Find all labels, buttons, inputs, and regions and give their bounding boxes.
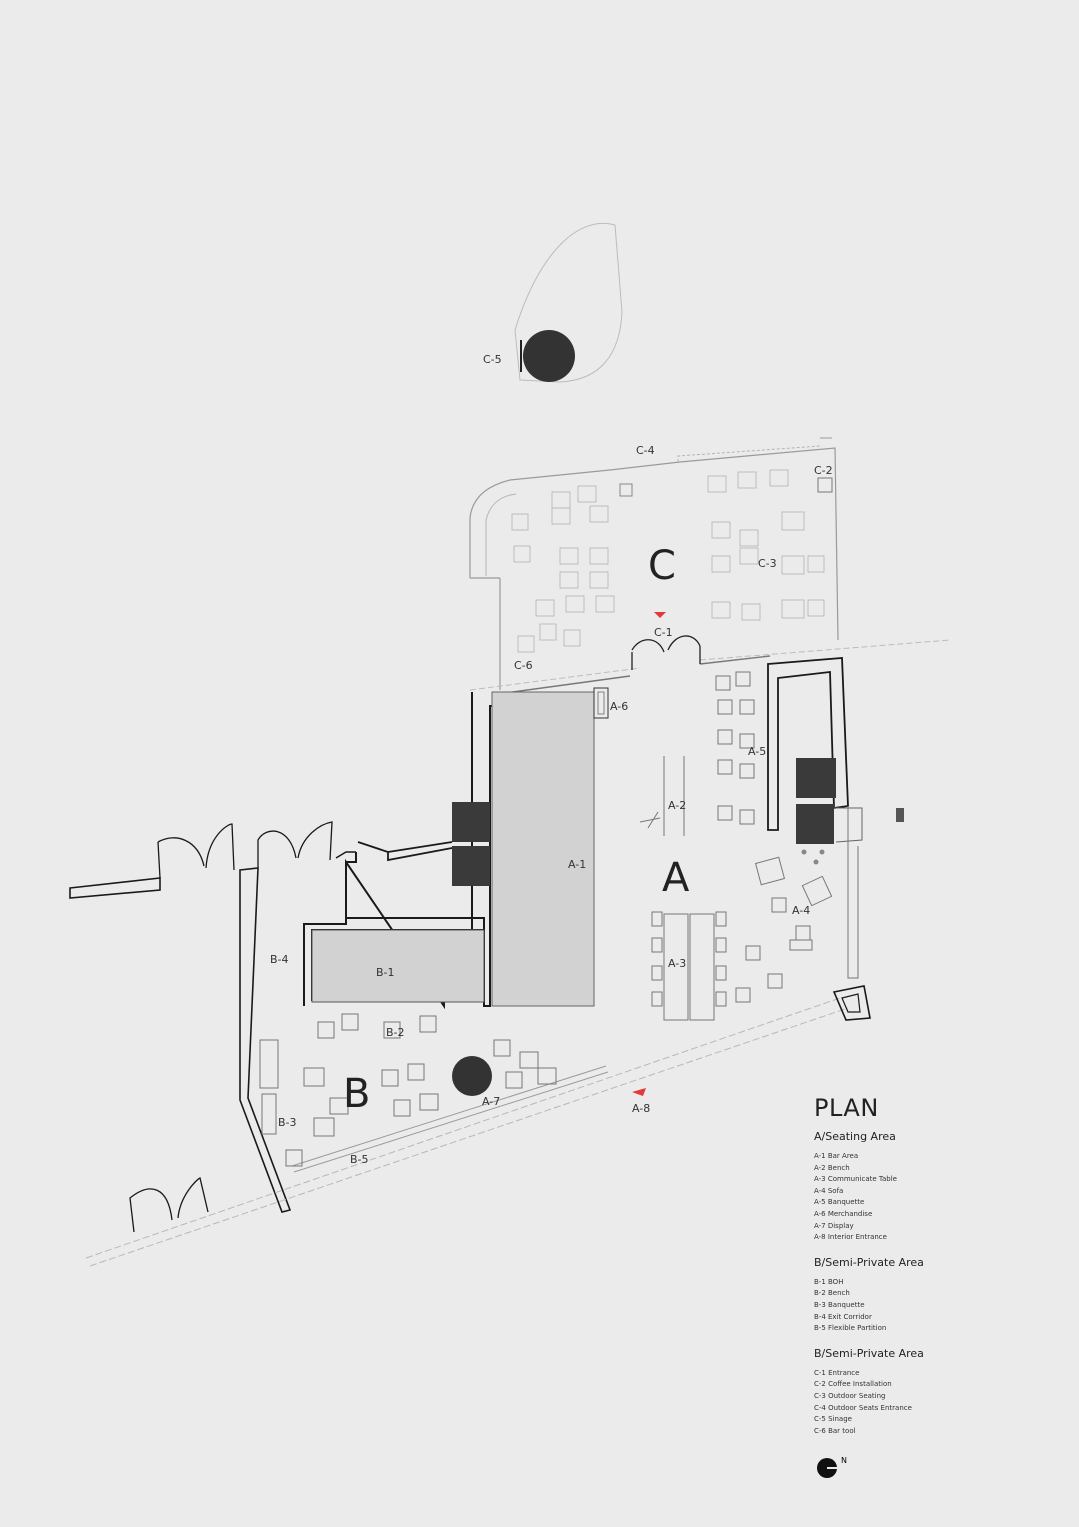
legend-heading: A/Seating Area (814, 1130, 896, 1143)
label-b1: B-1 (376, 966, 395, 979)
label-c1: C-1 (654, 626, 673, 639)
legend-item: B-1 BOH (814, 1277, 844, 1286)
exterior-wall (69, 877, 161, 899)
legend-item: C-1 Entrance (814, 1368, 860, 1377)
label-a6: A-6 (610, 700, 629, 713)
legend-item: A-8 Interior Entrance (814, 1233, 887, 1242)
legend-title: PLAN (814, 1094, 879, 1122)
label-c5: C-5 (483, 353, 502, 366)
legend-item: C-5 Sinage (814, 1415, 852, 1424)
dark-block (796, 758, 836, 798)
banquette-room (767, 657, 849, 831)
label-b5: B-5 (350, 1153, 369, 1166)
display-plinth (832, 985, 871, 1021)
label-c6: C-6 (514, 659, 533, 672)
label-b4: B-4 (270, 953, 289, 966)
label-a7: A-7 (482, 1095, 501, 1108)
legend-item: C-2 Coffee Installation (814, 1380, 892, 1389)
zone-a-label: A (662, 855, 690, 901)
legend-item: C-4 Outdoor Seats Entrance (814, 1403, 912, 1412)
label-a3: A-3 (668, 957, 687, 970)
legend-item: B-3 Banquette (814, 1300, 865, 1309)
legend-heading: B/Semi-Private Area (814, 1346, 924, 1360)
label-a4: A-4 (792, 904, 811, 917)
legend-item: A-1 Bar Area (814, 1152, 859, 1160)
plan-legend: PLAN A/Seating Area A-1 Bar Area A-2 Ben… (814, 1094, 1064, 1449)
entrance-doors (631, 635, 701, 670)
label-c3: C-3 (758, 557, 777, 570)
label-a8: A-8 (632, 1102, 651, 1115)
legend-item: B-5 Flexible Partition (814, 1324, 887, 1333)
label-a2: A-2 (668, 799, 687, 812)
dark-block (796, 804, 834, 844)
sofa-group (735, 856, 833, 1003)
legend-item: A-4 Sofa (814, 1186, 844, 1195)
semi-private-seating (259, 1013, 557, 1167)
legend-section-c: B/Semi-Private Area C-1 Entrance C-2 Cof… (814, 1347, 1064, 1438)
legend-section-a: A/Seating Area A-1 Bar Area A-2 Bench A-… (814, 1130, 1064, 1244)
legend-item: A-3 Communicate Table (814, 1175, 897, 1184)
label-b2: B-2 (386, 1026, 405, 1039)
label-b3: B-3 (278, 1116, 297, 1129)
bar-area (491, 691, 595, 1007)
zone-b-label: B (343, 1071, 371, 1117)
label-c4: C-4 (636, 444, 655, 457)
legend-item: A-5 Banquette (814, 1198, 865, 1207)
boh-area (311, 929, 485, 1003)
communicate-table (651, 911, 727, 1021)
legend-item: B-2 Bench (814, 1289, 850, 1298)
facade-line (469, 639, 951, 691)
legend-heading: B/Semi-Private Area (814, 1255, 924, 1269)
legend-item: B-4 Exit Corridor (814, 1312, 872, 1321)
interior-entrance-marker (632, 1088, 646, 1096)
legend-item: A-2 Bench (814, 1163, 850, 1172)
signage-column (523, 330, 575, 382)
label-a1: A-1 (568, 858, 587, 871)
legend-item: C-3 Outdoor Seating (814, 1391, 886, 1400)
dark-block (452, 802, 490, 842)
north-label: N (841, 1456, 847, 1465)
outdoor-seating (511, 469, 825, 653)
legend-item: C-6 Bar tool (814, 1426, 856, 1435)
north-arrow-icon: N (816, 1456, 847, 1479)
entrance-marker (654, 612, 666, 618)
label-c2: C-2 (814, 464, 833, 477)
signage-boundary (514, 222, 623, 383)
legend-item: A-6 Merchandise (814, 1209, 873, 1218)
flexible-partition (85, 997, 849, 1267)
outdoor-terrace-outline (469, 447, 839, 690)
display-column (452, 1056, 492, 1096)
legend-section-b: B/Semi-Private Area B-1 BOH B-2 Bench B-… (814, 1256, 1064, 1335)
dark-block (452, 846, 490, 886)
banquette-seats (715, 671, 755, 825)
label-a5: A-5 (748, 745, 767, 758)
zone-c-label: C (648, 543, 676, 589)
legend-item: A-7 Display (814, 1221, 854, 1230)
exit-corridor-wall (239, 867, 292, 1213)
bench (639, 756, 685, 836)
